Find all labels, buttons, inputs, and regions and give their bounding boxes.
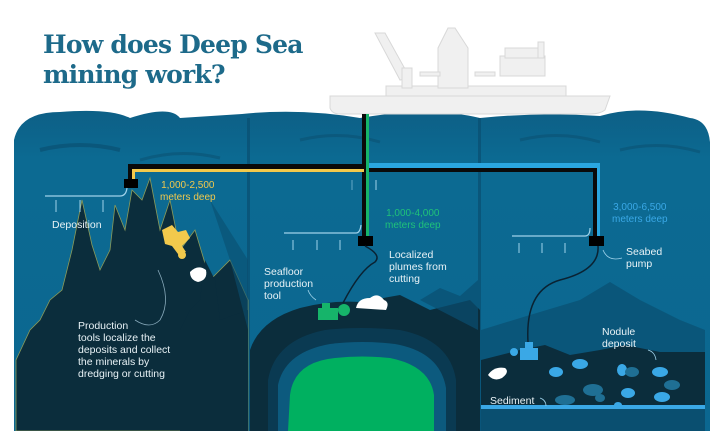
nodule-collector-icon [510, 342, 538, 360]
seafloor-production-tool-icon [318, 303, 350, 320]
depth-label-1: 1,000-2,500 meters deep [160, 180, 216, 203]
production-tools-description: Production tools localize the deposits a… [78, 320, 171, 380]
title-line-2: mining work? [43, 60, 226, 89]
riser-pipes [128, 114, 600, 236]
seafloor-tool-label: Seafloor production tool [264, 266, 314, 302]
seafloor-peaks [15, 176, 249, 431]
seabed-pump-label: Seabed pump [626, 246, 663, 270]
depth-label-2: 1,000-4,000 meters deep [385, 208, 441, 231]
deposition-label: Deposition [52, 219, 102, 231]
plume-cloud-2-icon [356, 295, 388, 310]
sediment-label: Sediment [490, 395, 535, 407]
pump-box-1-icon [124, 179, 138, 188]
nodule-field [481, 227, 705, 431]
page-title: How does Deep Sea mining work? [43, 30, 303, 90]
cobalt-crust-dome [250, 180, 480, 431]
pump-box-2-icon [358, 236, 373, 246]
depth-label-3: 3,000-6,500 meters deep [612, 202, 668, 225]
ore-deposit-yellow-icon [162, 225, 190, 254]
pump-box-3-icon [589, 236, 604, 246]
title-line-1: How does Deep Sea [43, 30, 303, 59]
sediment-line [481, 405, 705, 409]
mining-ship-icon [329, 27, 611, 115]
ore-body-green [288, 356, 434, 431]
plume-cloud-3-icon [488, 367, 507, 380]
plumes-label: Localized plumes from cutting [389, 249, 447, 285]
nodule-deposit-label: Nodule deposit [602, 326, 636, 350]
plume-cloud-1-icon [190, 267, 207, 282]
